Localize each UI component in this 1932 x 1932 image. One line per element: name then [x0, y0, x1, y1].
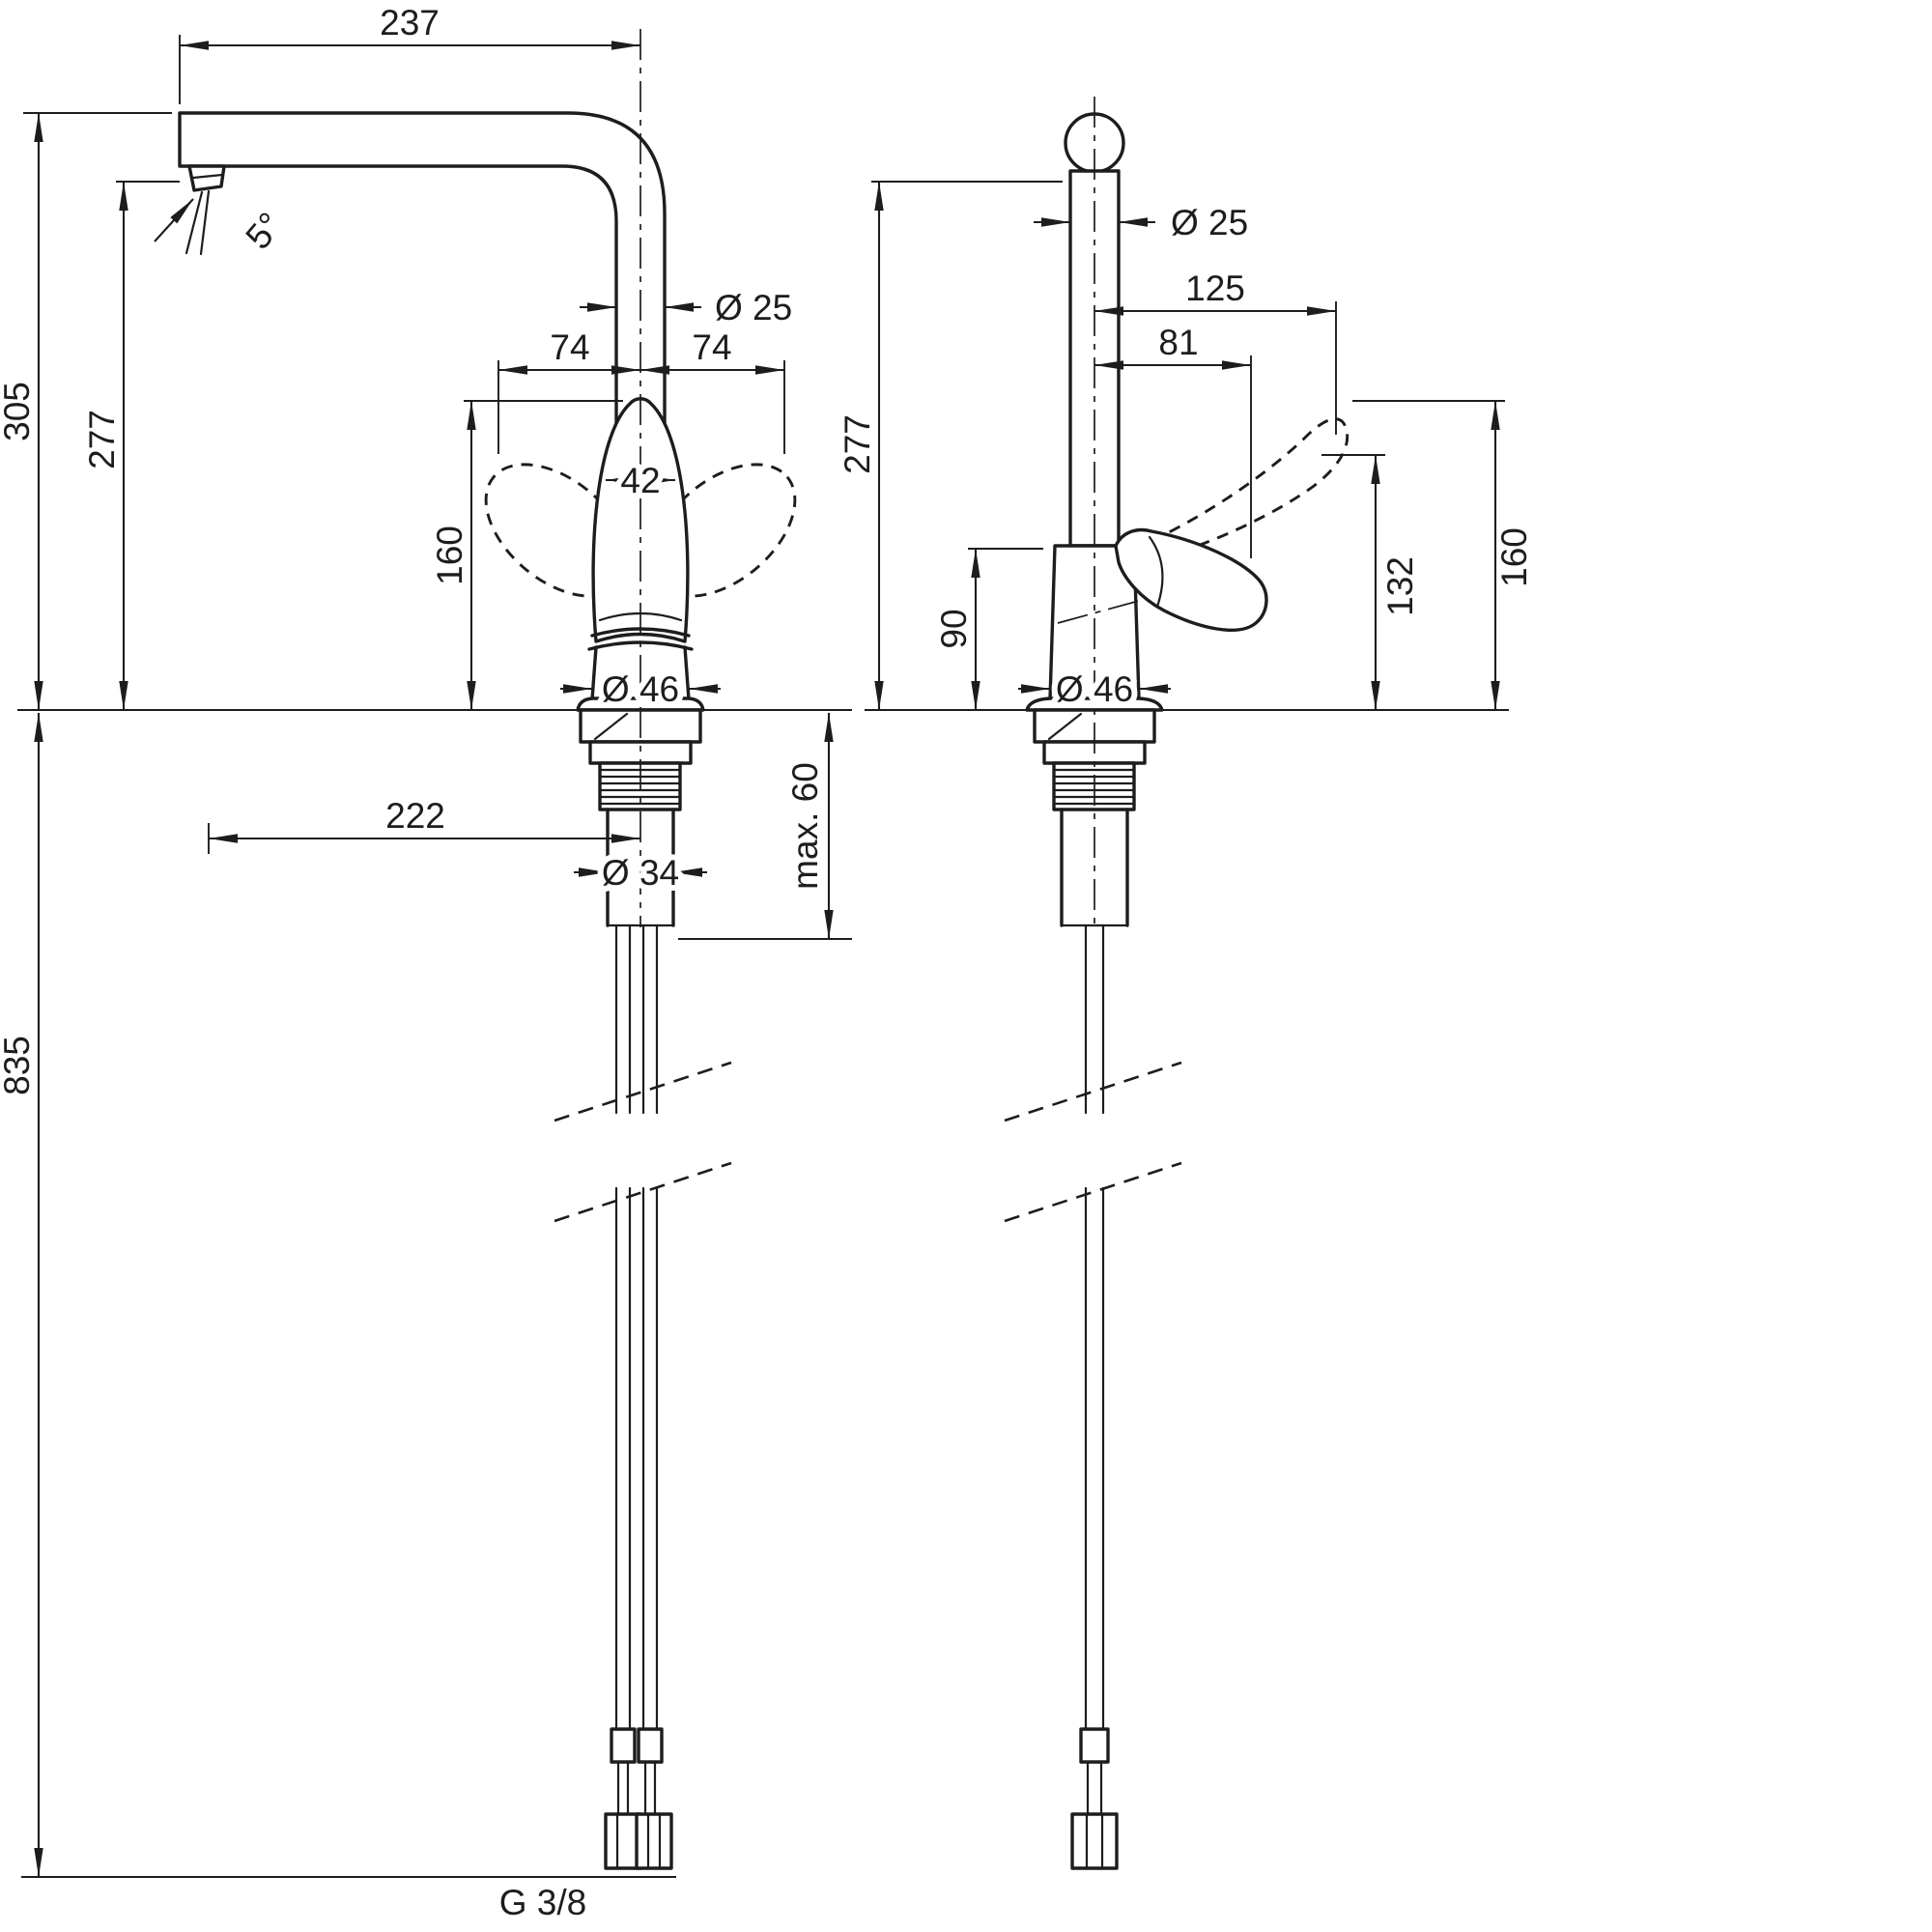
dim-max-counter-thickness: max. 60 [678, 713, 852, 940]
dim-label-total-height: 305 [0, 382, 37, 441]
dim-handle-top-height-side: 160 [1352, 400, 1534, 710]
dim-label-swing-left: 74 [550, 327, 589, 367]
dim-handle-depth-total: 125 [1094, 269, 1337, 435]
dim-label-handle-top-height-side: 160 [1494, 527, 1534, 587]
dim-spout-reach: 237 [179, 3, 640, 104]
dim-label-lever-height: 132 [1380, 556, 1420, 616]
front-view: 5° [0, 3, 852, 1928]
dim-label-pipe-diameter-side: Ø 25 [1171, 203, 1248, 242]
dim-label-body-diameter-side: Ø 46 [1056, 669, 1133, 709]
dim-label-outlet-height-side: 277 [838, 414, 877, 474]
base-escutcheon [576, 696, 705, 712]
dim-label-handle-top-height: 160 [430, 526, 469, 585]
dim-label-outlet-height: 277 [82, 410, 122, 469]
dim-pipe-diameter: Ø 25 [580, 288, 792, 327]
dim-label-shank-diameter: Ø 34 [602, 853, 679, 893]
lever-inner-line [1148, 535, 1164, 609]
lever-outline [1114, 527, 1268, 632]
hose-connectors [604, 1727, 673, 1870]
lever-raised-dashed [1149, 417, 1350, 556]
body-side-right [683, 645, 691, 701]
dim-label-handle-depth: 81 [1158, 323, 1198, 362]
dim-label-handle-width: 42 [620, 461, 660, 500]
dim-spout-angle: 5° [154, 189, 290, 257]
dim-handle-width: 42 [606, 455, 675, 506]
hose-connector-side [1070, 1727, 1119, 1870]
dim-body-diameter-side: Ø 46 [1018, 664, 1171, 715]
dim-label-handle-depth-total: 125 [1185, 269, 1245, 308]
dim-handle-depth: 81 [1094, 323, 1252, 558]
dim-label-body-diameter: Ø 46 [602, 669, 679, 709]
dim-handle-top-height: 160 [430, 400, 623, 710]
dim-body-height: 90 [934, 548, 1043, 710]
dim-label-swing-right: 74 [692, 327, 731, 367]
dim-label-max-counter-thickness: max. 60 [785, 762, 825, 890]
supply-hoses [554, 923, 732, 1731]
dim-label-base-reach: 222 [385, 796, 445, 836]
dim-base-reach: 222 [208, 796, 640, 854]
supply-hose-side [1004, 923, 1182, 1731]
spout-outline [178, 111, 667, 625]
aerator-detail [191, 173, 224, 180]
dim-label-body-height: 90 [934, 609, 974, 648]
dim-label-hose-length: 835 [0, 1036, 37, 1095]
dim-shank-diameter: Ø 34 [574, 847, 707, 898]
dim-label-spout-reach: 237 [380, 3, 440, 43]
dim-outlet-height-side: 277 [838, 181, 1063, 710]
dim-label-spout-angle: 5° [238, 205, 290, 256]
aerator-nub [187, 164, 226, 192]
dim-pipe-diameter-side: Ø 25 [1034, 203, 1248, 242]
dim-lever-height: 132 [1321, 454, 1420, 710]
dim-label-pipe-diameter: Ø 25 [715, 288, 792, 327]
dim-hose-length: 835 [0, 713, 676, 1878]
body-side-left [590, 645, 598, 701]
dim-body-diameter: Ø 46 [560, 664, 721, 715]
dim-outlet-height: 277 [82, 181, 180, 710]
dim-handle-swing: 74 74 [497, 327, 785, 454]
base-escutcheon-side [1025, 696, 1164, 712]
dim-total-height: 305 [0, 112, 172, 710]
thread-label: G 3/8 [499, 1883, 587, 1922]
side-view: Ø 25 125 81 277 90 Ø [838, 97, 1534, 1870]
